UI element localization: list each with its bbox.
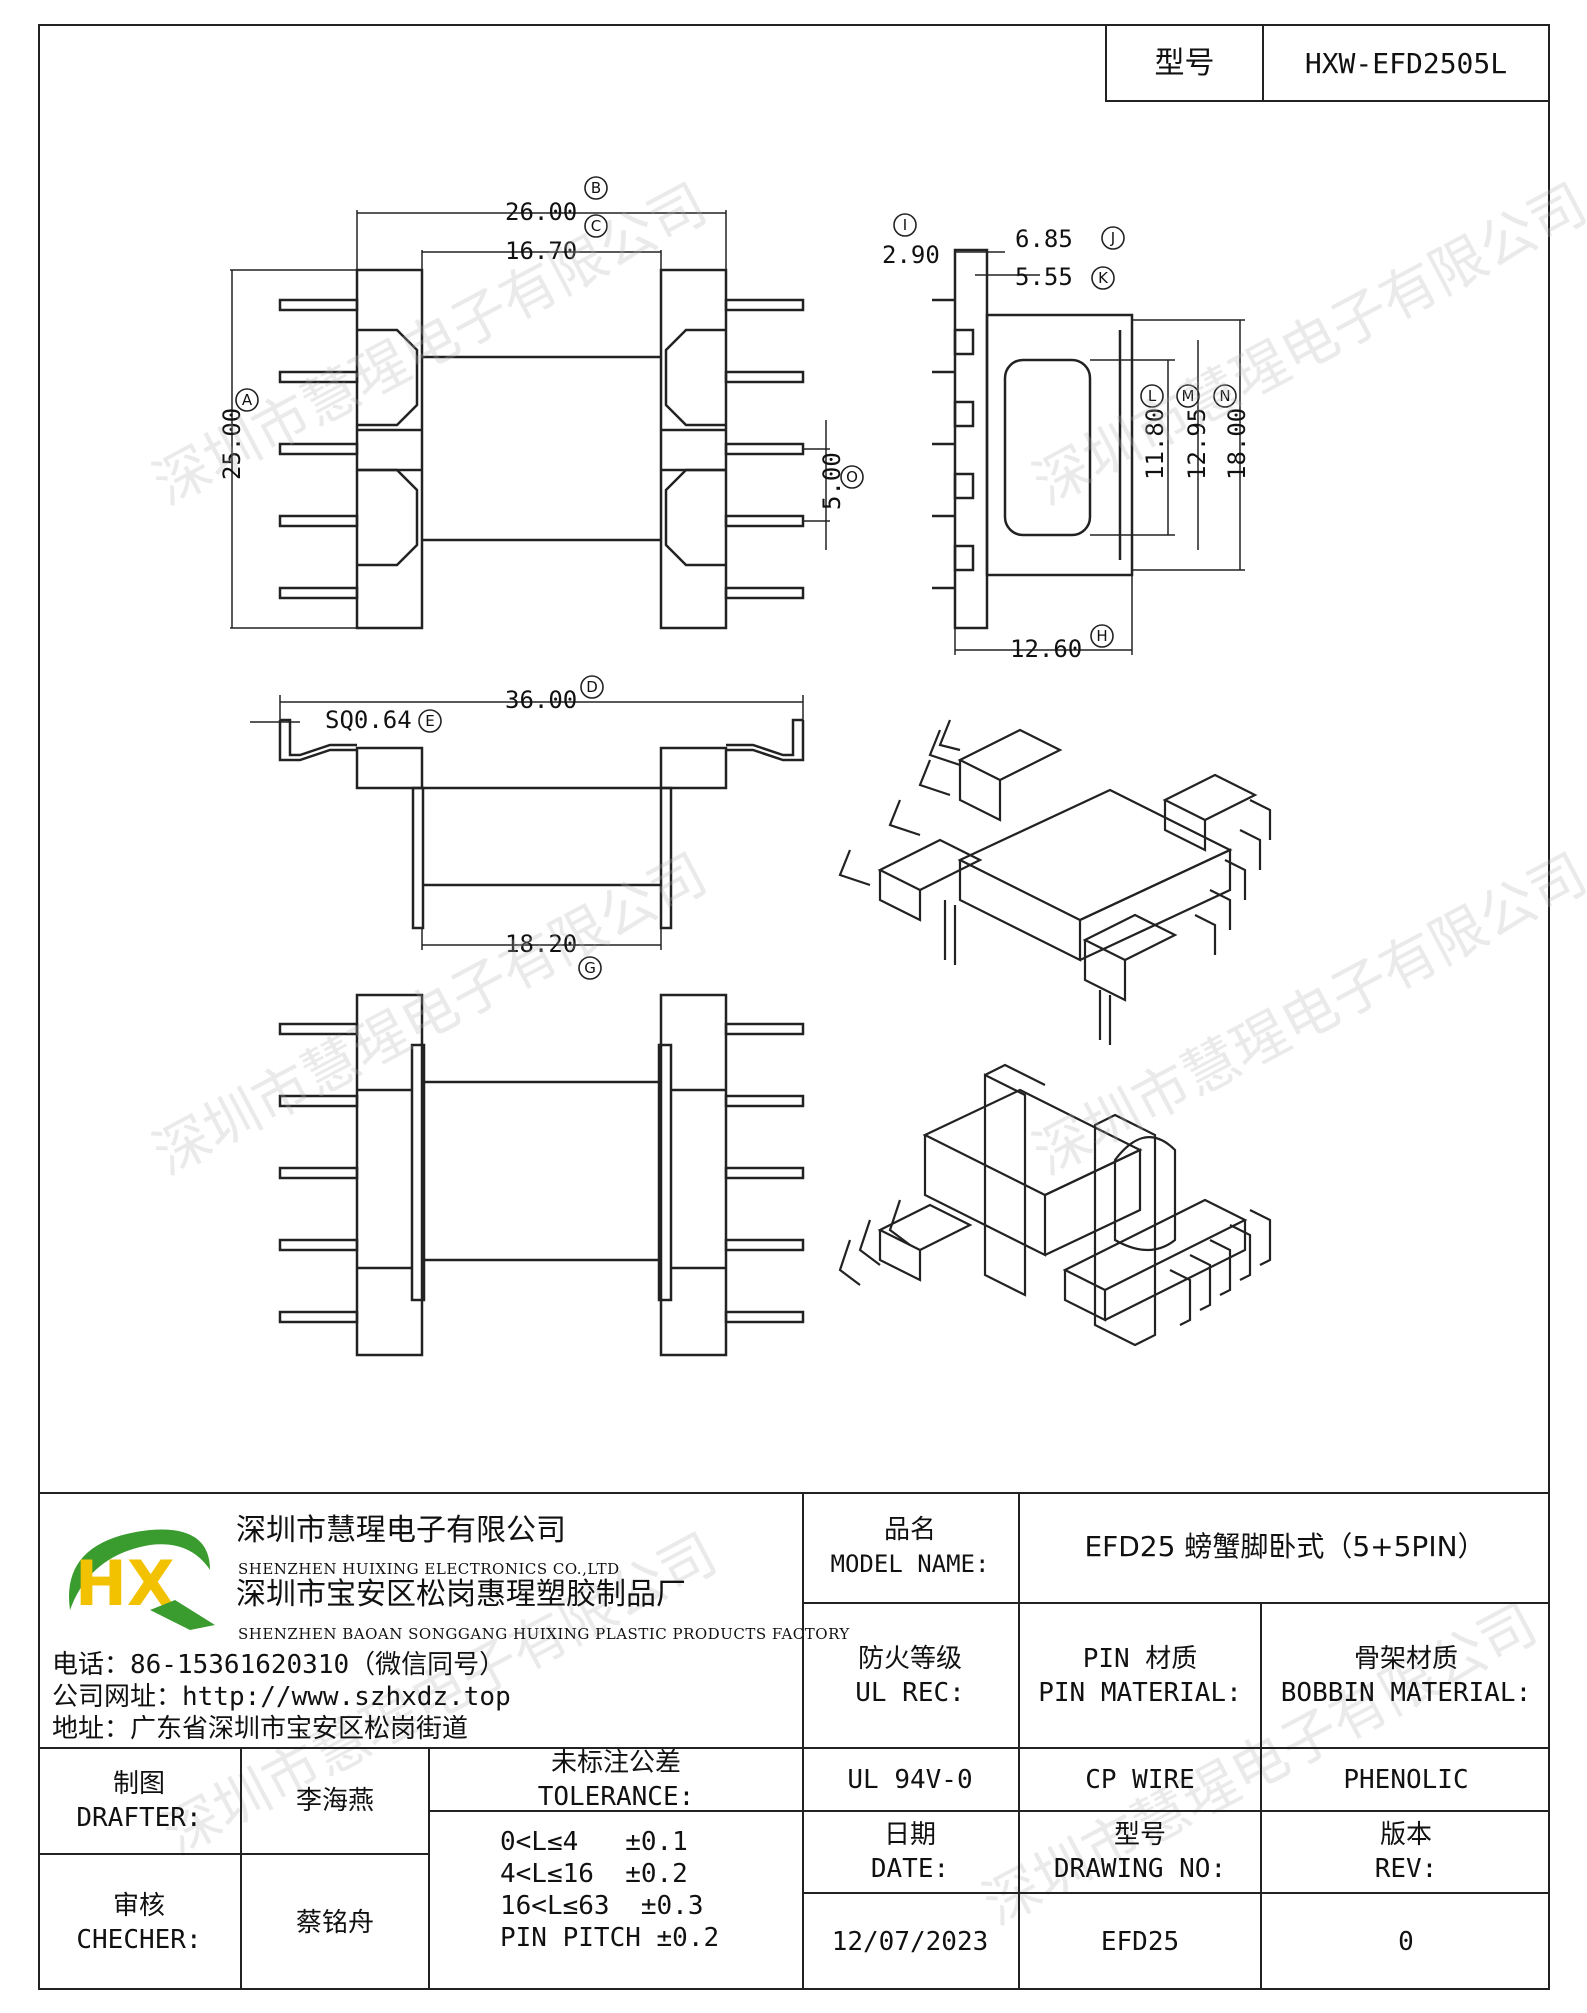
dim-1180: 11.80 — [1141, 408, 1169, 480]
dim-1800: 18.00 — [1223, 408, 1251, 480]
svg-text:A: A — [242, 391, 253, 409]
svg-text:L: L — [1148, 387, 1157, 405]
model-name-label: 品名 MODEL NAME: — [830, 1515, 990, 1578]
dim-1670: 16.70 — [505, 237, 577, 265]
dim-290: 2.90 — [882, 241, 940, 269]
tolerance-line-1: 0<L≤4 ±0.1 — [500, 1827, 688, 1857]
company-address: 地址：广东省深圳市宝安区松岗街道 — [52, 1714, 469, 1744]
drafter-value: 李海燕 — [295, 1786, 374, 1816]
dim-25: 25.00 — [218, 408, 246, 480]
tolerance-line-4: PIN PITCH ±0.2 — [500, 1923, 720, 1953]
svg-text:N: N — [1219, 387, 1230, 405]
drawing-no-value: EFD25 — [1100, 1927, 1180, 1957]
side-view-drawing — [932, 248, 1134, 630]
header-model-box — [1105, 26, 1548, 102]
isometric-view-2 — [838, 1063, 1272, 1347]
date-value: 12/07/2023 — [831, 1927, 989, 1957]
svg-text:J: J — [1110, 229, 1115, 247]
isometric-view-1 — [838, 719, 1272, 1045]
front-view-drawing — [278, 718, 805, 930]
dim-26: 26.00 — [505, 198, 577, 226]
company-logo: HX — [50, 1510, 220, 1630]
company-name-en: SHENZHEN HUIXING ELECTRONICS CO.,LTD — [238, 1560, 620, 1578]
dim-555: 5.55 — [1015, 263, 1073, 291]
dim-1820: 18.20 — [505, 930, 577, 958]
bottom-view-drawing — [278, 993, 805, 1357]
dim-sq064: SQ0.64 — [325, 706, 412, 734]
company-website[interactable]: 公司网址：http://www.szhxdz.top — [52, 1682, 511, 1712]
bobbin-material-value: PHENOLIC — [1343, 1764, 1469, 1795]
svg-text:O: O — [846, 468, 858, 486]
model-name-value: EFD25 螃蟹脚卧式（5+5PIN） — [1084, 1530, 1486, 1563]
svg-text:H: H — [1096, 627, 1107, 645]
svg-text:D: D — [586, 678, 598, 696]
checker-value: 蔡铭舟 — [295, 1907, 374, 1938]
drawing-frame — [38, 24, 1550, 1990]
dim-1260: 12.60 — [1010, 635, 1082, 663]
dim-1295: 12.95 — [1183, 408, 1211, 480]
svg-text:I: I — [903, 216, 907, 234]
svg-text:C: C — [591, 217, 601, 235]
svg-text:B: B — [591, 179, 601, 197]
pin-material-value: CP WIRE — [1085, 1764, 1195, 1795]
header-model-value: HXW-EFD2505L — [1304, 47, 1508, 80]
header-model-label: 型号 — [1154, 46, 1215, 81]
company-phone: 电话：86-15361620310（微信同号） — [52, 1650, 506, 1680]
company-name-cn: 深圳市慧瑆电子有限公司 — [236, 1513, 566, 1548]
tolerance-line-2: 4<L≤16 ±0.2 — [500, 1859, 688, 1889]
ul-rec-value: UL 94V-0 — [847, 1764, 973, 1795]
svg-text:G: G — [584, 959, 596, 977]
factory-name-cn: 深圳市宝安区松岗惠瑆塑胶制品厂 — [236, 1577, 686, 1612]
factory-name-en: SHENZHEN BAOAN SONGGANG HUIXING PLASTIC … — [238, 1625, 850, 1643]
tolerance-line-3: 16<L≤63 ±0.3 — [500, 1891, 704, 1921]
technical-drawing: 26.00 16.70 25.00 5.00 2.90 6.85 5.55 11… — [218, 176, 1272, 1357]
svg-text:M: M — [1182, 387, 1195, 405]
dim-685: 6.85 — [1015, 225, 1073, 253]
top-view-drawing — [278, 268, 805, 630]
dim-3600: 36.00 — [505, 686, 577, 714]
rev-value: 0 — [1398, 1927, 1414, 1957]
svg-text:E: E — [425, 712, 434, 730]
svg-text:K: K — [1098, 269, 1109, 287]
